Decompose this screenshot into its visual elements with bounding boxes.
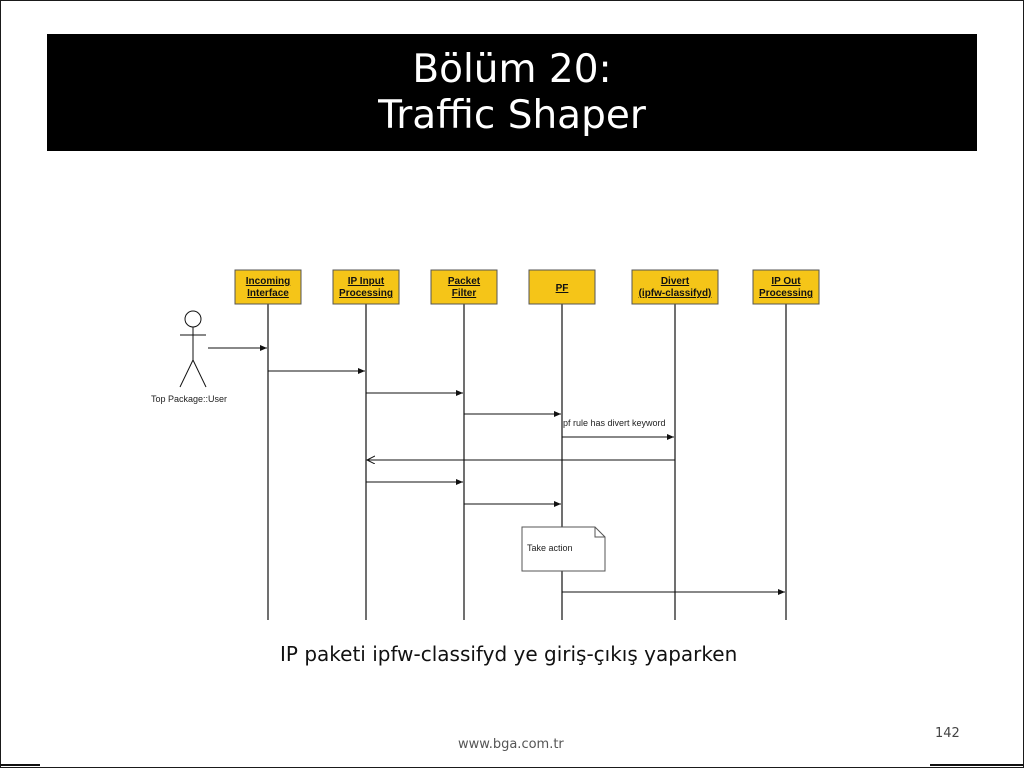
- messages-layer: pf rule has divert keyword: [208, 345, 785, 595]
- lifeline-sublabel-divert: (ipfw-classifyd): [639, 288, 712, 299]
- corner-decoration-right: [930, 764, 1024, 766]
- lifeline-label-ip-input: IP Input: [348, 276, 385, 287]
- message-arrow: pf rule has divert keyword: [562, 418, 674, 440]
- note-take-action: Take action: [521, 526, 606, 572]
- lifeline-label-packet-filter: Packet: [448, 276, 481, 287]
- lifeline-box-pf: [528, 269, 596, 305]
- lifeline-sublabel-ip-input: Processing: [339, 288, 393, 299]
- lifeline-sublabel-ip-out: Processing: [759, 288, 813, 299]
- actor-head-icon: [184, 310, 202, 328]
- actor-leg-left: [179, 359, 194, 388]
- lifeline-label-ip-out: IP Out: [771, 276, 801, 287]
- lifeline-box-incoming: [234, 269, 302, 305]
- title-line-2: Traffic Shaper: [378, 92, 646, 138]
- note-layer: Take action: [521, 526, 606, 572]
- corner-decoration-left: [0, 764, 40, 766]
- lifeline-box-packet-filter: [430, 269, 498, 305]
- footer-url: www.bga.com.tr: [458, 737, 564, 752]
- note-text: Take action: [527, 543, 573, 553]
- title-bar: Bölüm 20: Traffic Shaper: [47, 34, 977, 151]
- lifeline-box-ip-out: [752, 269, 820, 305]
- actor-figure: Top Package::User: [151, 310, 227, 404]
- lifeline-label-pf: PF: [556, 283, 569, 294]
- actor-label: Top Package::User: [151, 394, 227, 404]
- lifeline-box-ip-input: [332, 269, 400, 305]
- lifeline-pf: PF: [528, 269, 596, 620]
- lifeline-label-incoming: Incoming: [246, 276, 290, 287]
- lifeline-sublabel-packet-filter: Filter: [452, 288, 477, 299]
- lifeline-divert: Divert(ipfw-classifyd): [631, 269, 719, 620]
- slide-caption: IP paketi ipfw-classifyd ye giriş-çıkış …: [280, 642, 738, 666]
- lifeline-sublabel-incoming: Interface: [247, 288, 289, 299]
- page-number: 142: [935, 726, 960, 741]
- title-line-1: Bölüm 20:: [412, 46, 612, 92]
- lifeline-label-divert: Divert: [661, 276, 690, 287]
- lifeline-box-divert: [631, 269, 719, 305]
- message-label: pf rule has divert keyword: [563, 418, 666, 428]
- actor-leg-right: [192, 359, 207, 388]
